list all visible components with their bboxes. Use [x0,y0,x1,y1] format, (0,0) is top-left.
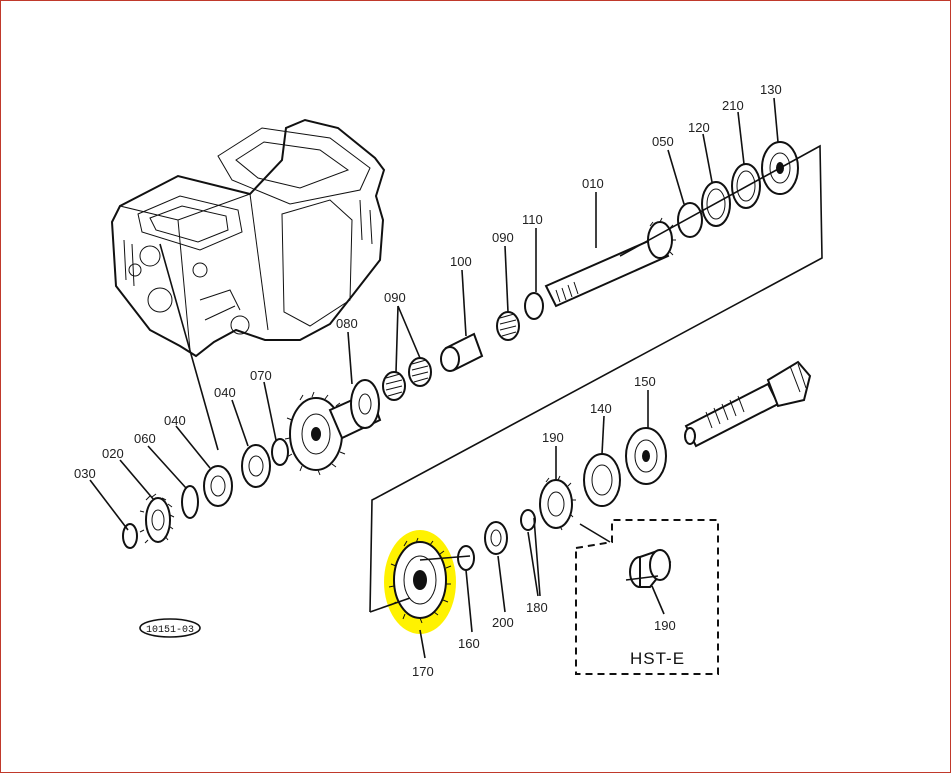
transmission-case [110,118,386,358]
label-170: 170 [412,664,434,679]
label-010: 010 [582,176,604,191]
part-060-spacer [181,485,199,519]
label-180: 180 [526,600,548,615]
label-090: 090 [492,230,514,245]
inset-tag: HST-E [630,649,685,668]
part-200-washer [484,521,508,555]
part-040-bearing-upper [241,444,271,488]
label-190: 190 [542,430,564,445]
hst-e-inset: HST-E [575,519,719,675]
part-050-bearing [677,202,703,238]
label-070: 070 [250,368,272,383]
label-080: 080 [336,316,358,331]
part-030-circlip [122,523,138,549]
drawing-stamp: 10151-03 [139,618,201,638]
input-gear-assembly [122,379,382,549]
label-100: 100 [450,254,472,269]
part-070-collar [271,438,289,466]
part-110-ring [524,292,544,320]
label-020: 020 [102,446,124,461]
label-110: 110 [522,212,543,227]
guide-lines [89,97,823,659]
bevel-pinion [766,360,812,408]
label-190-inset: 190 [654,618,676,633]
part-190-gear [539,479,573,529]
part-160-collar [457,545,475,571]
label-040-lower: 040 [164,413,186,428]
label-060: 060 [134,431,156,446]
label-040-upper: 040 [214,385,236,400]
part-180-ring-a [520,509,536,531]
part-020-gear [145,497,171,543]
label-160: 160 [458,636,480,651]
label-130: 130 [760,82,782,97]
label-050: 050 [652,134,674,149]
part-140-bearing [583,453,621,507]
label-150: 150 [634,374,656,389]
part-080-double-gear-small [350,379,380,429]
label-200: 200 [492,615,514,630]
label-210: 210 [722,98,744,113]
label-120: 120 [688,120,710,135]
stamp-text: 10151-03 [146,625,194,636]
part-labels: 030 020 060 040 040 070 080 090 100 090 … [74,82,782,679]
label-090-pair: 090 [384,290,406,305]
label-140: 140 [590,401,612,416]
part-040-bearing-lower [203,465,233,507]
label-030: 030 [74,466,96,481]
pinion-shaft [684,382,780,448]
lower-shaft-assembly [384,360,812,634]
